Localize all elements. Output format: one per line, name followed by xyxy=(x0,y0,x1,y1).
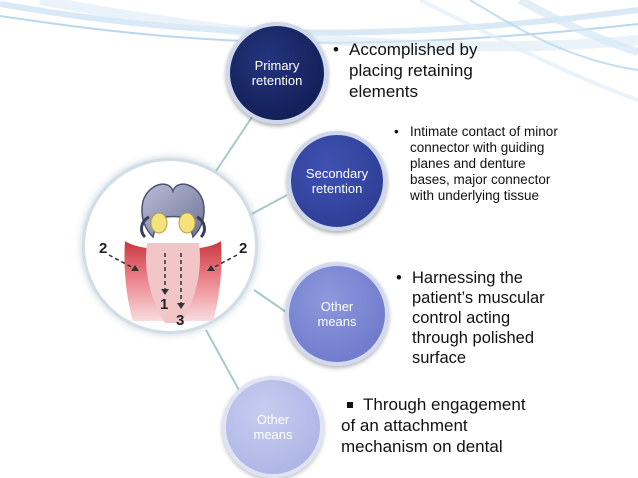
bullet-text: Harnessing the patient’s muscular contro… xyxy=(412,269,545,367)
bullet-text: Accomplished by placing retaining elemen… xyxy=(349,40,478,101)
connector-line xyxy=(247,194,288,217)
node-label: Primary retention xyxy=(251,58,303,88)
node-label: Other means xyxy=(317,299,357,329)
tooth-illustration: 2 2 1 3 xyxy=(82,158,258,334)
bullet-primary: • Accomplished by placing retaining elem… xyxy=(333,39,483,102)
bullet-attachment: Through engagement of an attachment mech… xyxy=(341,394,541,457)
tooth-diagram: 2 2 1 3 xyxy=(99,183,247,329)
arrow-label: 3 xyxy=(176,312,184,329)
arrow-label: 2 xyxy=(99,240,107,257)
node-label: Secondary retention xyxy=(305,166,369,196)
arrow-label: 1 xyxy=(160,296,168,313)
connector-lines xyxy=(205,107,290,393)
connector-line xyxy=(205,329,241,393)
node-primary-retention: Primary retention xyxy=(226,22,328,124)
bullet-secondary: • Intimate contact of minor connector wi… xyxy=(394,124,564,204)
node-label: Other means xyxy=(253,412,293,442)
bullet-text: Intimate contact of minor connector with… xyxy=(410,124,558,203)
bullet-other-means: • Harnessing the patient’s muscular cont… xyxy=(396,268,566,368)
bullet-dot-icon: • xyxy=(333,40,339,59)
bullet-dot-icon: • xyxy=(394,124,399,139)
bullet-dot-icon: • xyxy=(396,269,402,287)
connector-line xyxy=(253,289,290,315)
arrow-label: 2 xyxy=(239,240,247,257)
node-secondary-retention: Secondary retention xyxy=(287,131,387,231)
connector-line xyxy=(209,107,259,181)
square-bullet-icon xyxy=(347,401,353,408)
node-other-means-attachment: Other means xyxy=(222,376,324,478)
node-other-means: Other means xyxy=(285,262,389,366)
bullet-text: Through engagement of an attachment mech… xyxy=(341,395,526,456)
